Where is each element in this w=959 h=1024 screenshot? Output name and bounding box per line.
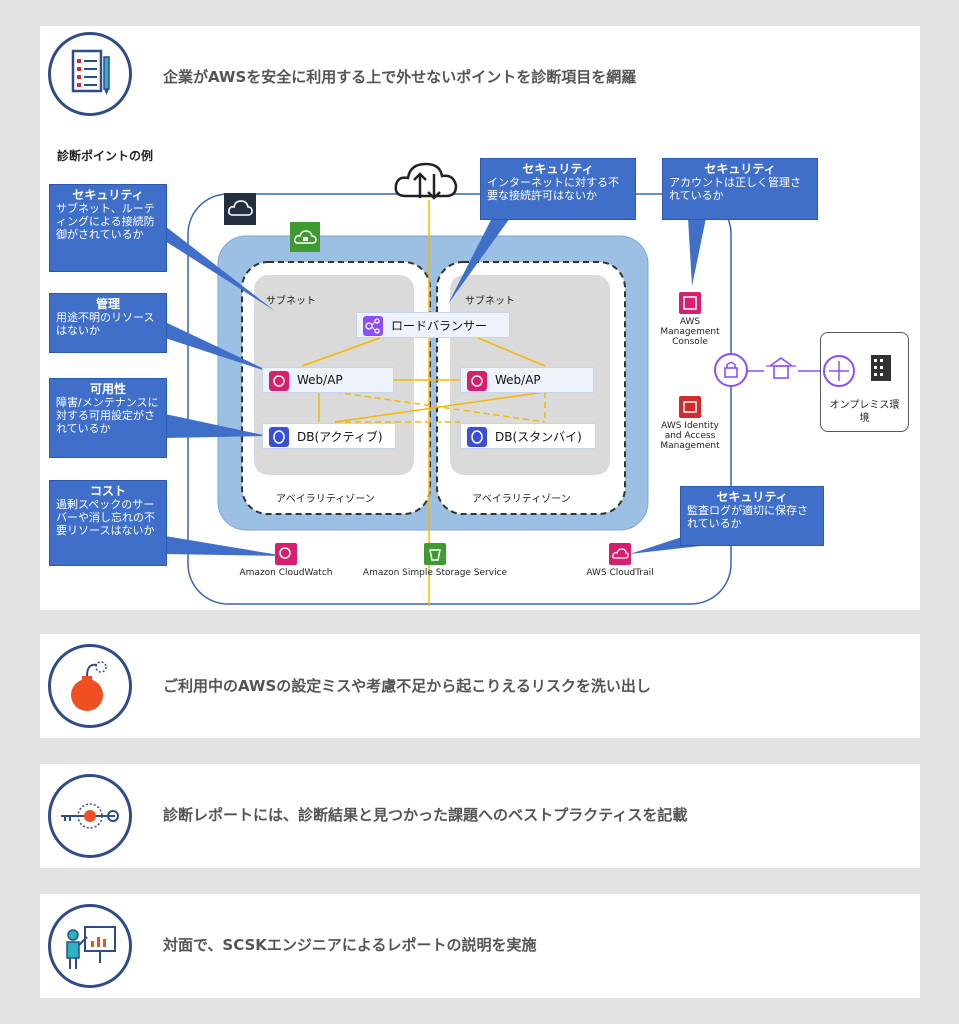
section-heading-2: ご利用中のAWSの設定ミスや考慮不足から起こりえるリスクを洗い出し	[163, 677, 651, 695]
callout-title: 管理	[95, 297, 120, 311]
load-balancer-label: ロードバランサー	[391, 318, 488, 333]
section-heading-3: 診断レポートには、診断結果と見つかった課題へのベストプラクティスを記載	[163, 806, 688, 824]
callout-body: インターネットに対する不要な接続許可はないか	[487, 176, 619, 202]
web-ap-label-right: Web/AP	[495, 373, 541, 387]
callout-security-audit: セキュリティ 監査ログが適切に保存されているか	[680, 486, 824, 546]
callout-security-subnet: セキュリティ サブネット、ルーティングによる接続防御がされているか	[49, 184, 167, 272]
az-label-left: アベイラリティゾーン	[276, 494, 375, 505]
load-balancer-icon	[363, 316, 383, 336]
onprem-label: オンプレミス環境	[829, 400, 900, 424]
rds-icon	[467, 427, 487, 447]
callout-title: セキュリティ	[716, 490, 788, 504]
web-ap-node-left: Web/AP	[262, 367, 394, 393]
web-ap-node-right: Web/AP	[460, 367, 594, 393]
vpn-gateway-icon	[764, 352, 798, 386]
cloudtrail-icon	[609, 543, 631, 565]
callout-security-internet: セキュリティ インターネットに対する不要な接続許可はないか	[480, 158, 636, 220]
cloudwatch-label: Amazon CloudWatch	[239, 568, 333, 578]
internet-cloud-icon	[392, 158, 462, 206]
subnet-label-right: サブネット	[465, 296, 515, 307]
subnet-label-left: サブネット	[266, 296, 316, 307]
cloudtrail-service: AWS CloudTrail	[570, 543, 670, 578]
db-active-label: DB(アクティブ)	[297, 429, 383, 444]
iam-service: AWS Identity and Access Management	[654, 396, 726, 451]
risk-panel: ご利用中のAWSの設定ミスや考慮不足から起こりえるリスクを洗い出し	[40, 634, 920, 738]
router-icon	[823, 355, 855, 387]
callout-management: 管理 用途不明のリソースはないか	[49, 293, 167, 353]
web-ap-label-left: Web/AP	[297, 373, 343, 387]
callout-body: 監査ログが適切に保存されているか	[687, 504, 808, 530]
building-icon	[871, 355, 891, 381]
callout-title: 可用性	[89, 382, 126, 396]
callout-cost: コスト 過剰スペックのサーバーや消し忘れの不要リソースはないか	[49, 480, 167, 566]
checklist-icon	[48, 32, 132, 116]
callout-security-account: セキュリティ アカウントは正しく管理されているか	[662, 158, 818, 220]
callout-title: セキュリティ	[72, 188, 144, 202]
callout-body: 用途不明のリソースはないか	[56, 311, 155, 337]
management-console-icon	[679, 292, 701, 314]
cloudwatch-service: Amazon CloudWatch	[232, 543, 340, 578]
callout-title: セキュリティ	[522, 162, 594, 176]
iam-icon	[679, 396, 701, 418]
rds-icon	[269, 427, 289, 447]
s3-label: Amazon Simple Storage Service	[362, 568, 508, 578]
s3-service: Amazon Simple Storage Service	[360, 543, 510, 578]
callout-body: 過剰スペックのサーバーや消し忘れの不要リソースはないか	[56, 498, 155, 537]
callout-availability: 可用性 障害/メンテナンスに対する可用設定がされているか	[49, 378, 167, 458]
callout-body: 障害/メンテナンスに対する可用設定がされているか	[56, 396, 159, 435]
db-standby-node: DB(スタンバイ)	[460, 423, 596, 449]
callout-body: サブネット、ルーティングによる接続防御がされているか	[56, 202, 155, 241]
vpn-lock-icon	[714, 353, 748, 387]
section-heading-4: 対面で、SCSKエンジニアによるレポートの説明を実施	[163, 936, 537, 954]
management-console-label: AWS Management Console	[660, 317, 720, 347]
bomb-icon	[48, 644, 132, 728]
callout-body: アカウントは正しく管理されているか	[669, 176, 801, 202]
az-label-right: アベイラリティゾーン	[472, 494, 571, 505]
vpc-lock-icon	[290, 222, 320, 252]
management-console-service: AWS Management Console	[654, 292, 726, 347]
key-target-icon	[48, 774, 132, 858]
aws-cloud-icon	[224, 193, 256, 225]
section-heading-1: 企業がAWSを安全に利用する上で外せないポイントを診断項目を網羅	[163, 68, 637, 86]
ec2-icon	[467, 371, 487, 391]
ec2-icon	[269, 371, 289, 391]
s3-bucket-icon	[424, 543, 446, 565]
callout-title: コスト	[89, 484, 126, 498]
onprem-box: オンプレミス環境	[820, 332, 909, 432]
db-standby-label: DB(スタンバイ)	[495, 429, 582, 444]
iam-label: AWS Identity and Access Management	[660, 421, 720, 451]
cloudwatch-icon	[275, 543, 297, 565]
presenter-icon	[48, 904, 132, 988]
cloudtrail-label: AWS CloudTrail	[586, 568, 654, 578]
presentation-panel: 対面で、SCSKエンジニアによるレポートの説明を実施	[40, 894, 920, 998]
db-active-node: DB(アクティブ)	[262, 423, 396, 449]
checklist-panel: 企業がAWSを安全に利用する上で外せないポイントを診断項目を網羅 診断ポイントの…	[40, 26, 920, 610]
diagram-title: 診断ポイントの例	[57, 149, 154, 163]
load-balancer-node: ロードバランサー	[356, 312, 510, 338]
report-panel: 診断レポートには、診断結果と見つかった課題へのベストプラクティスを記載	[40, 764, 920, 868]
callout-title: セキュリティ	[704, 162, 776, 176]
